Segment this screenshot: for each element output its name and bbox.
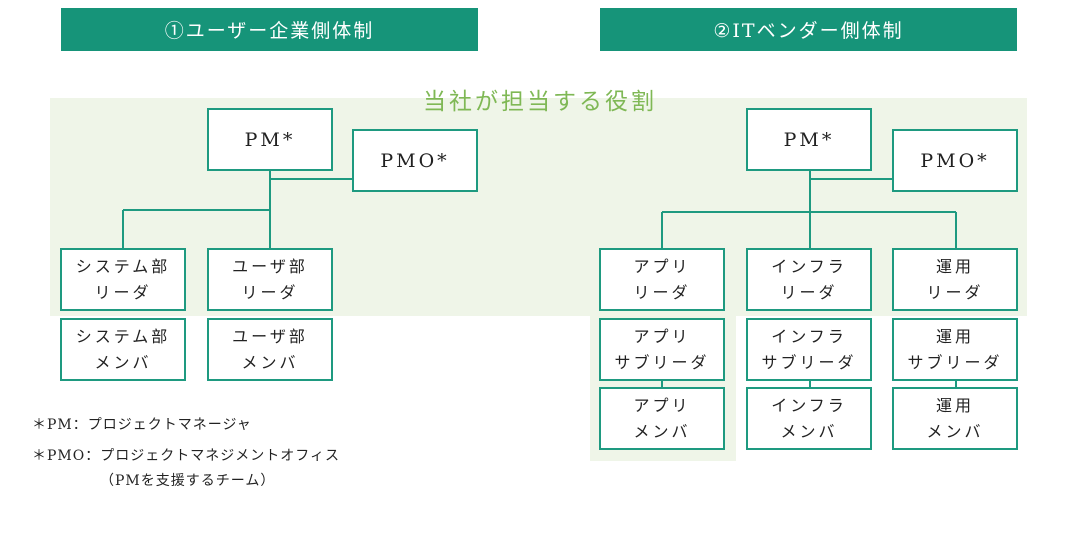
vendor-app-member-box: アプリ メンバ [599,387,725,450]
box-line: インフラ [771,256,847,276]
vendor-infra-member-box: インフラ メンバ [746,387,872,450]
vendor-app-subleader-box: アプリ サブリーダ [599,318,725,381]
box-line: サブリーダ [761,352,857,372]
vendor-pmo-box: PMO* [892,129,1018,192]
vendor-ops-member-box: 運用 メンバ [892,387,1018,450]
user-user-member-box: ユーザ部 メンバ [207,318,333,381]
our-role-label: 当社が担当する役割 [423,89,657,115]
box-line: メンバ [780,421,838,441]
box-line: サブリーダ [614,352,710,372]
header-vendor-side: ②ITベンダー側体制 [600,8,1017,51]
note-pmo-sub: （PMを支援するチーム） [100,473,276,489]
box-line: リーダ [94,282,152,302]
vendor-infra-subleader-box: インフラ サブリーダ [746,318,872,381]
vendor-infra-leader-box: インフラ リーダ [746,248,872,311]
user-pmo-box: PMO* [352,129,478,192]
vendor-app-leader-box: アプリ リーダ [599,248,725,311]
box-line: リーダ [926,282,984,302]
box-line: インフラ [771,395,847,415]
box-line: メンバ [94,352,152,372]
box-line: メンバ [633,421,691,441]
box-line: システム部 [75,326,171,346]
user-system-member-box: システム部 メンバ [60,318,186,381]
box-line: システム部 [75,256,171,276]
vendor-ops-leader-box: 運用 リーダ [892,248,1018,311]
box-line: メンバ [241,352,299,372]
box-line: 運用 [935,256,974,276]
user-system-leader-box: システム部 リーダ [60,248,186,311]
box-line: リーダ [241,282,299,302]
box-line: アプリ [633,326,691,346]
user-pm-box: PM* [207,108,333,171]
box-line: インフラ [771,326,847,346]
box-line: ユーザ部 [232,256,308,276]
vendor-pmo-label: PMO* [920,149,990,172]
box-line: 運用 [935,395,974,415]
box-line: 運用 [935,326,974,346]
vendor-pm-label: PM* [783,128,835,151]
header-user-side: ①ユーザー企業側体制 [61,8,478,51]
user-user-leader-box: ユーザ部 リーダ [207,248,333,311]
user-pmo-label: PMO* [380,149,450,172]
box-line: ユーザ部 [232,326,308,346]
box-line: アプリ [633,395,691,415]
vendor-pm-box: PM* [746,108,872,171]
user-pm-label: PM* [244,128,296,151]
note-pmo: ＊PMO：プロジェクトマネジメントオフィス [32,448,340,464]
box-line: メンバ [926,421,984,441]
box-line: サブリーダ [907,352,1003,372]
box-line: リーダ [633,282,691,302]
box-line: リーダ [780,282,838,302]
note-pm: ＊PM：プロジェクトマネージャ [32,417,252,433]
box-line: アプリ [633,256,691,276]
vendor-ops-subleader-box: 運用 サブリーダ [892,318,1018,381]
